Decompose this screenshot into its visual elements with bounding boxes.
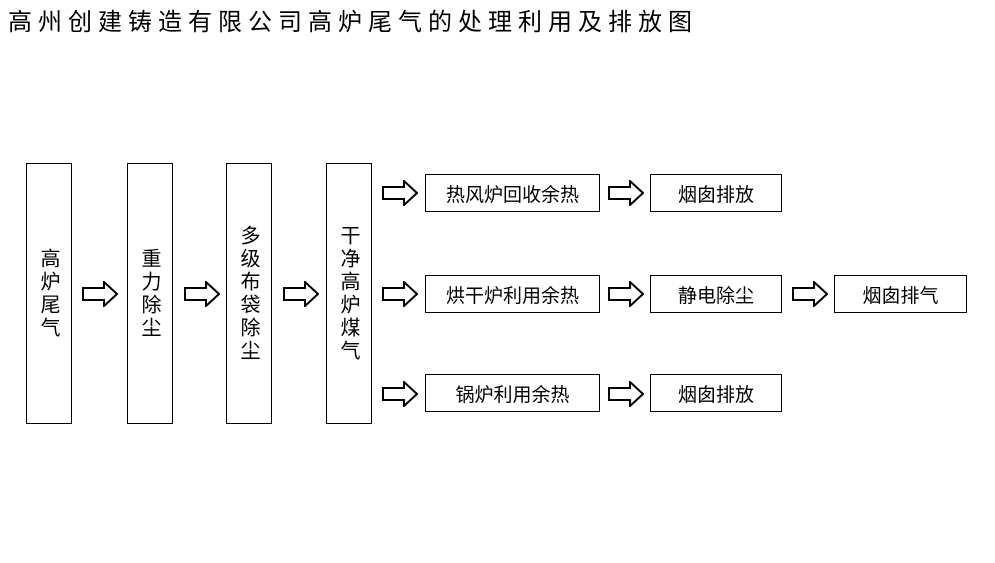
chimney-emission-box: 烟囱排放: [650, 174, 782, 212]
stage-box-gravity-dedusting: 重力除尘: [127, 163, 173, 424]
electrostatic-dedusting-box: 静电除尘: [650, 275, 782, 313]
stage-label: 多级布袋除尘: [237, 224, 261, 363]
stage-box-multistage-bag-dedusting: 多级布袋除尘: [226, 163, 272, 424]
branch-box-hot-blast-stove: 热风炉回收余热: [425, 174, 600, 212]
flow-arrow-icon: [382, 180, 418, 206]
stage-label: 高炉尾气: [37, 247, 61, 340]
flow-arrow-icon: [608, 281, 644, 307]
branch-next-label: 静电除尘: [677, 284, 754, 307]
branch-label: 烘干炉利用余热: [445, 284, 579, 307]
flow-arrow-icon: [608, 180, 644, 206]
branch-final-label: 烟囱排气: [862, 284, 939, 307]
diagram-title: 高州创建铸造有限公司高炉尾气的处理利用及排放图: [8, 8, 698, 36]
flow-arrow-icon: [608, 381, 644, 407]
flow-arrow-icon: [792, 281, 828, 307]
branch-box-boiler: 锅炉利用余热: [425, 374, 600, 412]
stage-label: 干净高炉煤气: [337, 224, 361, 363]
flow-arrow-icon: [382, 281, 418, 307]
branch-label: 锅炉利用余热: [455, 383, 570, 406]
stage-box-blast-furnace-exhaust: 高炉尾气: [26, 163, 72, 424]
stage-box-clean-gas: 干净高炉煤气: [326, 163, 372, 424]
chimney-emission-box: 烟囱排放: [650, 374, 782, 412]
flow-arrow-icon: [82, 281, 118, 307]
stage-label: 重力除尘: [138, 247, 162, 340]
branch-label: 热风炉回收余热: [445, 183, 579, 206]
branch-box-drying-furnace: 烘干炉利用余热: [425, 275, 600, 313]
branch-next-label: 烟囱排放: [677, 183, 754, 206]
flow-arrow-icon: [382, 381, 418, 407]
flow-arrow-icon: [283, 281, 319, 307]
branch-next-label: 烟囱排放: [677, 383, 754, 406]
chimney-exhaust-box: 烟囱排气: [834, 275, 967, 313]
flow-arrow-icon: [184, 281, 220, 307]
